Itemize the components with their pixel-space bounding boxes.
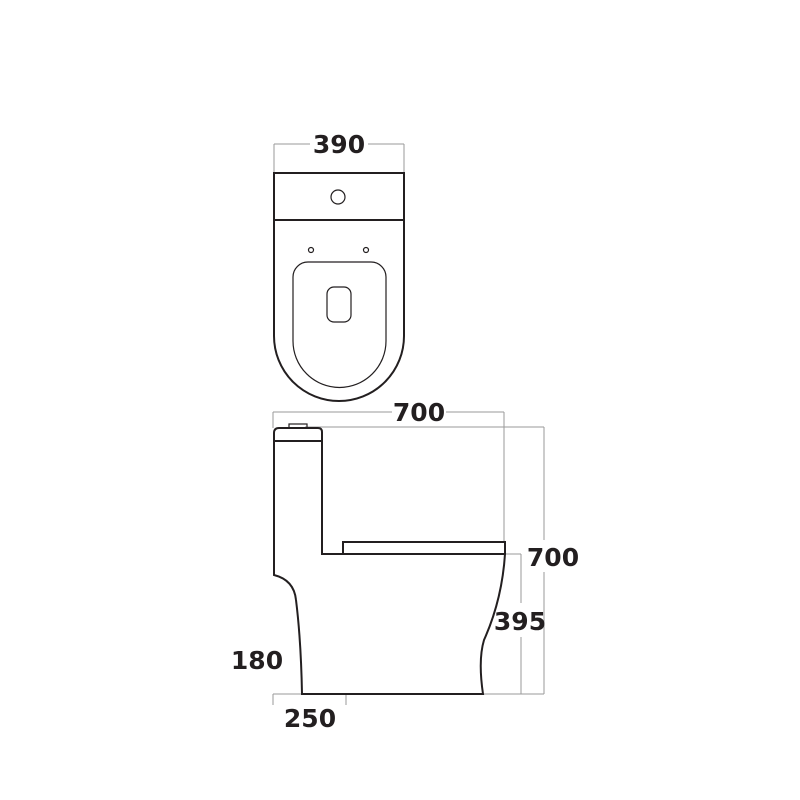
width-dimension: 390 xyxy=(273,130,405,173)
depth-dimension: 700 xyxy=(272,398,505,542)
height-label: 700 xyxy=(527,543,579,572)
hinge-hole-right xyxy=(362,246,370,254)
seat-lid xyxy=(292,261,387,389)
depth-label: 700 xyxy=(393,398,445,427)
height-dimension: 700 xyxy=(305,426,579,695)
top-view: 390 xyxy=(273,130,405,402)
seat-height-label: 395 xyxy=(494,607,546,636)
bowl-outline xyxy=(273,220,405,402)
lid-handle xyxy=(326,286,352,323)
outlet-offset-label: 250 xyxy=(284,704,336,733)
tank-top xyxy=(273,172,405,221)
width-label: 390 xyxy=(313,130,365,159)
outlet-height-label: 180 xyxy=(231,646,283,675)
flush-button-icon xyxy=(330,189,346,205)
hinge-hole-left xyxy=(307,246,315,254)
toilet-body-outline xyxy=(273,427,507,695)
seat-side xyxy=(342,541,506,555)
outlet-offset-dimension: 250 xyxy=(272,693,347,733)
seat-height-dimension: 395 xyxy=(494,553,546,694)
side-view: 700 700 395 180 250 xyxy=(231,398,579,733)
